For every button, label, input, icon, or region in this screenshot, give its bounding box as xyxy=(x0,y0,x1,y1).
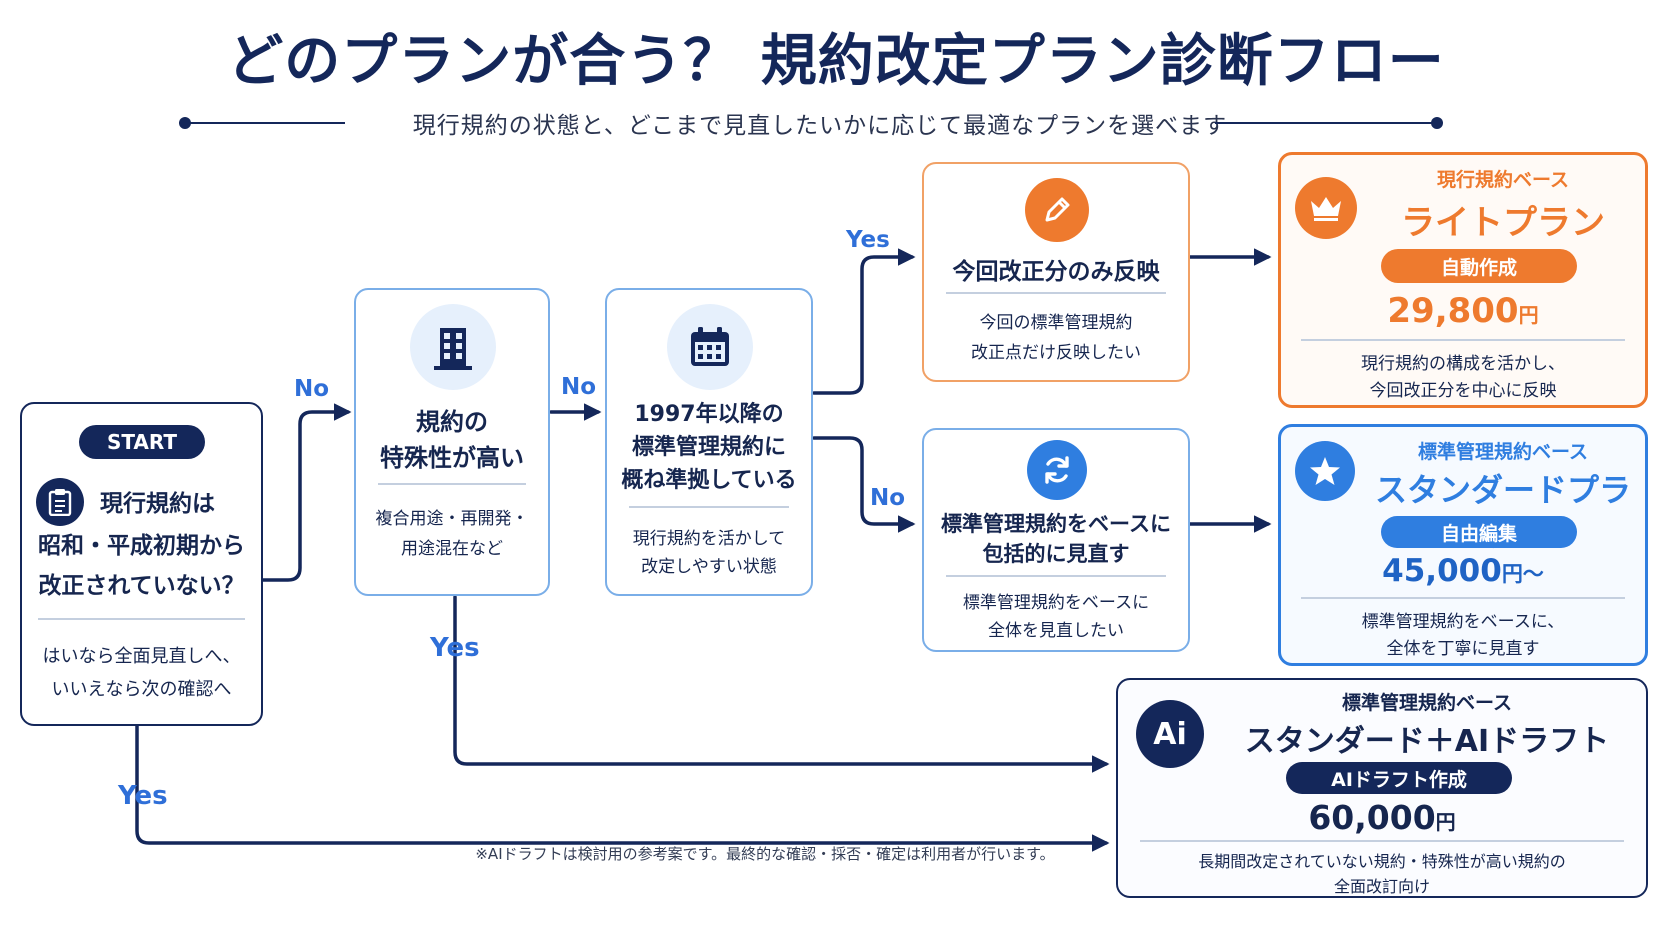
q2-note-line-2: 用途混在など xyxy=(401,539,503,559)
pencil-icon xyxy=(1025,178,1089,242)
choice-comprehensive-note-line-1: 標準管理規約をベースに xyxy=(962,593,1150,613)
choice-partial-divider xyxy=(946,292,1166,294)
start-note-line-2: いいえなら次の確認へ xyxy=(51,679,232,700)
plan-ai-desc-line-1: 長期間改定されていない規約・特殊性が高い規約の xyxy=(1198,852,1566,871)
q3-question-line-3: 概ね準拠している xyxy=(621,468,797,493)
choice-comprehensive-divider xyxy=(946,575,1166,577)
q2-question-line-1: 規約の xyxy=(416,408,488,436)
choice-node-partial: 今回改正分のみ反映 今回の標準管理規約 改正点だけ反映したい xyxy=(922,162,1190,382)
plan-light-category: 現行規約ベース xyxy=(1436,169,1570,191)
choice-partial-note-line-2: 改正点だけ反映したい xyxy=(971,343,1141,363)
branch-label-q3-yes: Yes xyxy=(846,227,890,253)
plan-ai-desc-line-2: 全面改訂向け xyxy=(1333,877,1430,896)
choice-partial-title: 今回改正分のみ反映 xyxy=(952,259,1160,285)
plan-standard-desc-line-2: 全体を丁寧に見直す xyxy=(1386,639,1540,659)
choice-node-comprehensive: 標準管理規約をベースに 包括的に見直す 標準管理規約をベースに 全体を見直したい xyxy=(922,428,1190,652)
start-note-line-1: はいなら全面見直しへ、 xyxy=(42,646,241,667)
question-node-compliance: 1997年以降の 標準管理規約に 概ね準拠している 現行規約を活かして 改定しや… xyxy=(605,288,813,596)
plan-light-price: 29,800 xyxy=(1387,291,1519,331)
page-subtitle: 現行規約の状態と、どこまで見直したいかに応じて最適なプランを選べます xyxy=(412,113,1228,139)
branch-label-q3-no: No xyxy=(870,485,906,511)
subtitle-right-dot xyxy=(1431,117,1443,129)
subtitle-left-rule xyxy=(185,122,345,124)
building-icon xyxy=(410,304,496,390)
q3-question-line-1: 1997年以降の xyxy=(634,402,784,427)
branch-label-q2-yes: Yes xyxy=(430,633,480,663)
question-node-specialty: 規約の 特殊性が高い 複合用途・再開発・ 用途混在など xyxy=(354,288,550,596)
start-question-line-2: 昭和・平成初期から xyxy=(38,533,245,559)
plan-light-name: ライトプラン xyxy=(1401,203,1605,243)
branch-label-start-no: No xyxy=(294,376,330,402)
plan-ai-name: スタンダード＋AIドラフト xyxy=(1244,724,1610,759)
choice-comprehensive-note-line-2: 全体を見直したい xyxy=(988,621,1124,641)
subtitle-right-rule xyxy=(1215,122,1437,124)
q3-question-line-2: 標準管理規約に xyxy=(631,435,786,460)
plan-light-desc-line-2: 今回改正分を中心に反映 xyxy=(1369,381,1557,401)
plan-standard-desc-line-1: 標準管理規約をベースに、 xyxy=(1361,612,1565,632)
star-icon xyxy=(1295,441,1355,501)
plan-light-price-unit: 円 xyxy=(1518,303,1539,327)
plan-light-badge: 自動作成 xyxy=(1381,249,1577,283)
calendar-icon xyxy=(667,304,753,390)
connector-start-to-q2 xyxy=(249,403,352,582)
plan-standard-category: 標準管理規約ベース xyxy=(1417,441,1589,463)
plan-standard-price-unit: 円〜 xyxy=(1501,562,1544,586)
q3-note-line-1: 現行規約を活かして xyxy=(632,529,786,549)
clipboard-icon xyxy=(36,478,84,526)
q2-note-line-1: 複合用途・再開発・ xyxy=(375,509,529,529)
plan-light-divider xyxy=(1301,339,1625,341)
plan-standard-divider xyxy=(1301,597,1625,599)
q2-divider xyxy=(378,483,526,485)
connector-q3-yes xyxy=(812,248,916,395)
plan-card-light: 現行規約ベース ライトプラン 自動作成 29,800円 現行規約の構成を活かし、… xyxy=(1278,152,1648,408)
choice-partial-note-line-1: 今回の標準管理規約 xyxy=(979,313,1133,333)
plan-standard-price: 45,000 xyxy=(1382,553,1502,589)
q3-note-line-2: 改定しやすい状態 xyxy=(641,557,777,577)
plan-standard-price-row: 45,000円〜 xyxy=(1281,553,1645,589)
plan-card-standard: 標準管理規約ベース スタンダードプラン 自由編集 45,000円〜 標準管理規約… xyxy=(1278,424,1648,666)
page-title: どのプランが合う？ 規約改定プラン診断フロー xyxy=(227,29,1445,94)
plan-standard-badge: 自由編集 xyxy=(1381,516,1577,548)
connector-start-yes xyxy=(135,724,1110,852)
start-divider xyxy=(38,618,245,620)
plan-ai-badge: AIドラフト作成 xyxy=(1286,762,1512,794)
plan-ai-divider xyxy=(1140,840,1624,842)
footnote: ※AIドラフトは検討用の参考案です。最終的な確認・採否・確定は利用者が行います。 xyxy=(475,845,1055,863)
q3-divider xyxy=(629,506,789,508)
connector-q2-yes xyxy=(453,595,1110,773)
start-question-line-3: 改正されていない？ xyxy=(38,573,245,599)
start-node: START 現行規約は 昭和・平成初期から 改正されていない？ はいなら全面見直… xyxy=(20,402,263,726)
plan-light-price-row: 29,800円 xyxy=(1281,291,1645,331)
start-badge: START xyxy=(79,425,205,459)
ai-icon: Ai xyxy=(1136,700,1204,768)
connector-q3-no xyxy=(812,436,916,533)
crown-icon xyxy=(1295,177,1357,239)
plan-ai-price-unit: 円 xyxy=(1435,810,1456,834)
refresh-icon xyxy=(1027,440,1087,500)
choice-comprehensive-title-line-1: 標準管理規約をベースに xyxy=(941,512,1171,536)
branch-label-q2-no: No xyxy=(561,374,597,400)
branch-label-start-yes: Yes xyxy=(118,781,168,811)
plan-ai-category: 標準管理規約ベース xyxy=(1341,692,1513,714)
plan-ai-price-row: 60,000円 xyxy=(1118,798,1646,837)
plan-card-standard-ai: Ai 標準管理規約ベース スタンダード＋AIドラフト AIドラフト作成 60,0… xyxy=(1116,678,1648,898)
subtitle-row: 現行規約の状態と、どこまで見直したいかに応じて最適なプランを選べます xyxy=(179,102,1455,142)
choice-comprehensive-title-line-2: 包括的に見直す xyxy=(982,542,1130,566)
plan-light-desc-line-1: 現行規約の構成を活かし、 xyxy=(1361,354,1565,374)
start-question-line-1: 現行規約は xyxy=(100,491,215,517)
plan-ai-price: 60,000 xyxy=(1308,798,1436,837)
q2-question-line-2: 特殊性が高い xyxy=(380,444,524,472)
